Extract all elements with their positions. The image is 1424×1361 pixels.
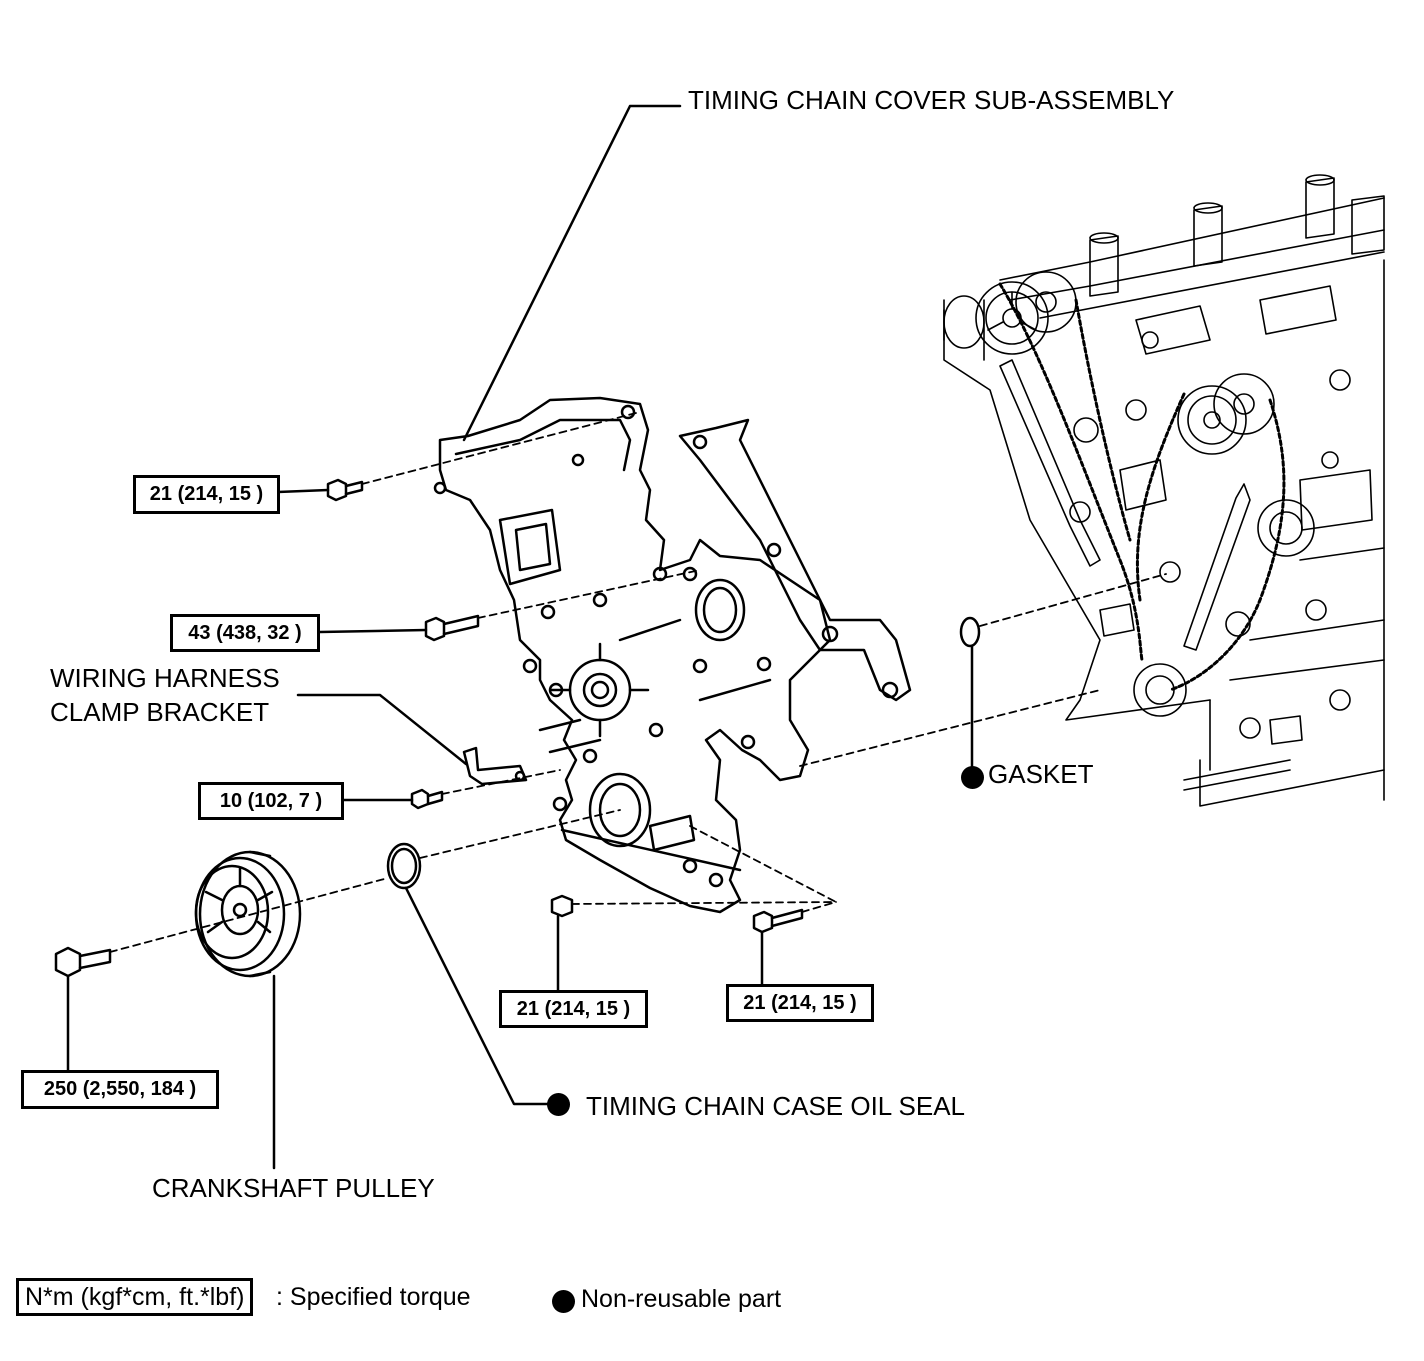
timing-chain-cover-drawing bbox=[433, 396, 912, 914]
timing-chain-case-oil-seal-drawing bbox=[386, 842, 422, 890]
stud-bolt-lower bbox=[752, 908, 804, 934]
torque-box-cover-top: 21 (214, 15 ) bbox=[133, 475, 280, 514]
crankshaft-pulley-drawing bbox=[194, 850, 302, 978]
label-gasket: GASKET bbox=[988, 759, 1094, 789]
engine-block-drawing bbox=[943, 174, 1385, 807]
torque-box-lower-nut: 21 (214, 15 ) bbox=[499, 990, 648, 1028]
label-oil-seal: TIMING CHAIN CASE OIL SEAL bbox=[586, 1091, 966, 1121]
alignment-lines bbox=[109, 411, 1167, 953]
torque-box-cover-mid: 43 (438, 32 ) bbox=[170, 614, 320, 652]
wiring-harness-clamp-bracket-drawing bbox=[462, 746, 528, 786]
bolt-pulley bbox=[54, 946, 112, 978]
torque-box-bracket: 10 (102, 7 ) bbox=[198, 782, 344, 820]
nonreusable-dot-oil-seal bbox=[547, 1093, 570, 1116]
label-timing-chain-cover: TIMING CHAIN COVER SUB-ASSEMBLY bbox=[688, 85, 1175, 115]
label-wiring-harness-line2: CLAMP BRACKET bbox=[50, 697, 270, 727]
legend-nonreusable-desc: Non-reusable part bbox=[581, 1285, 782, 1313]
leader-lines bbox=[66, 104, 974, 1170]
nonreusable-dot-gasket bbox=[961, 766, 984, 789]
torque-box-pulley-bolt: 250 (2,550, 184 ) bbox=[21, 1070, 219, 1109]
torque-box-lower-stud: 21 (214, 15 ) bbox=[726, 984, 874, 1022]
bolt-cover-top bbox=[326, 478, 364, 502]
label-wiring-harness-line1: WIRING HARNESS bbox=[50, 663, 280, 693]
nut-lower bbox=[550, 894, 574, 918]
gasket-drawing bbox=[959, 616, 981, 648]
bolt-bracket bbox=[410, 788, 444, 810]
legend-nonreusable-dot bbox=[552, 1290, 575, 1313]
label-crankshaft-pulley: CRANKSHAFT PULLEY bbox=[152, 1173, 435, 1203]
legend-torque-desc: : Specified torque bbox=[276, 1283, 471, 1311]
bolt-cover-mid bbox=[424, 614, 480, 642]
legend-torque-unit: N*m (kgf*cm, ft.*lbf) bbox=[16, 1278, 254, 1316]
